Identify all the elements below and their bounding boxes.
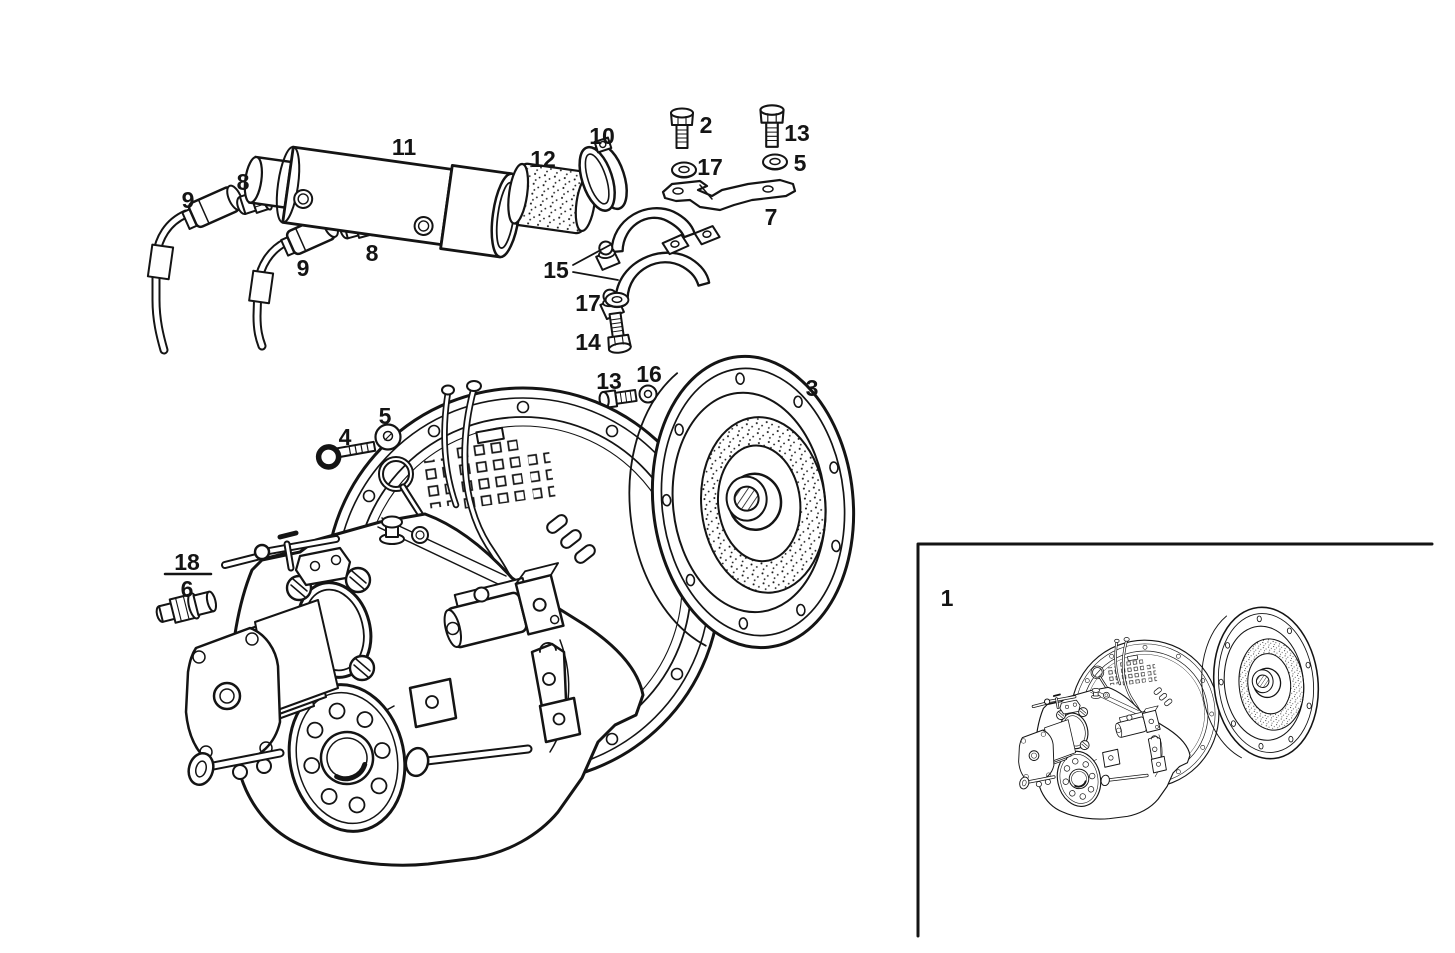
leader-lines	[163, 244, 619, 576]
callout-fitting-left: 8	[237, 169, 250, 195]
part-2-bolt	[670, 107, 694, 149]
part-10-clamp	[578, 136, 628, 212]
callout-straps-15: 15	[543, 257, 569, 283]
callout-bracket-7: 7	[765, 204, 778, 230]
part-4-eye-bolt	[315, 440, 377, 470]
part-18-6-sender-fitting	[155, 590, 218, 624]
part-9-hose-left	[146, 184, 244, 355]
part-16-washer	[638, 384, 658, 404]
part-13-bolt-a	[759, 104, 785, 148]
main-gearbox-assembly	[185, 381, 720, 865]
callout-bolt-14: 14	[575, 329, 601, 355]
callout-labels: 9 8 11 12 10 2 17 13 5 7 9 8 15 17 14 13…	[174, 112, 953, 611]
callout-hose-right: 9	[297, 255, 310, 281]
callout-sender-6: 6	[181, 576, 194, 602]
part-5-washer-b	[374, 423, 402, 451]
callout-washer-5a: 5	[794, 150, 807, 176]
callout-heat-exchanger: 11	[392, 134, 417, 160]
callout-bolt-2: 2	[700, 112, 713, 138]
part-9-hose-right	[248, 213, 339, 351]
callout-washer-5b: 5	[379, 403, 392, 429]
part-15-strap-clamps	[595, 207, 721, 321]
part-12-sleeve	[507, 162, 597, 235]
callout-washer-17a: 17	[697, 154, 723, 180]
part-17-washer-a	[671, 161, 697, 179]
part-17-washer-b	[604, 291, 630, 309]
callout-hose-left: 9	[182, 187, 195, 213]
part-5-washer-a	[762, 153, 788, 171]
callout-bolt-13a: 13	[784, 120, 810, 146]
callout-washer-16: 16	[636, 361, 662, 387]
callout-damper-3: 3	[806, 375, 819, 401]
callout-bolt-13b: 13	[596, 368, 622, 394]
callout-clamp: 10	[589, 123, 615, 149]
inset-gearbox-assembly	[1016, 635, 1221, 821]
part-7-bracket	[661, 178, 797, 212]
part-11-heat-exchanger	[243, 145, 522, 259]
callout-fitting-right: 8	[366, 240, 379, 266]
callout-eye-bolt-4: 4	[339, 424, 352, 450]
callout-washer-17b: 17	[575, 290, 601, 316]
inset-frame	[916, 542, 1434, 938]
callout-sender-18: 18	[174, 549, 200, 575]
callout-sleeve: 12	[530, 146, 556, 172]
callout-inset-1: 1	[941, 585, 954, 611]
